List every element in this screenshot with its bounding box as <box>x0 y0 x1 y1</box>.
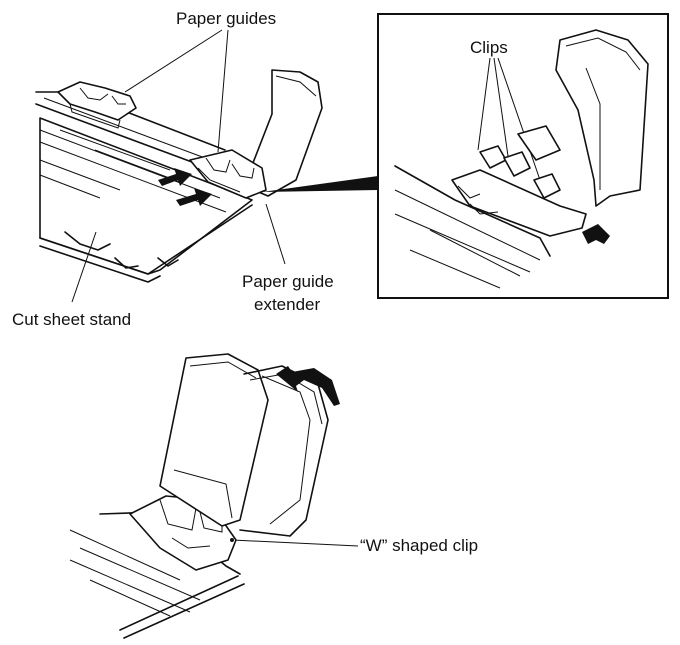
inset-detail-drawing <box>394 29 649 289</box>
cut-sheet-stand-label: Cut sheet stand <box>12 310 132 329</box>
paper-guide-extender-label-line2: extender <box>254 295 321 314</box>
paper-guide-extender-label-line1: Paper guide <box>242 272 334 291</box>
w-shaped-clip-label: “W” shaped clip <box>360 536 479 555</box>
inset-frame <box>377 13 669 299</box>
left-paper-guide-drawing <box>57 81 137 129</box>
w-clip-detail-drawing <box>69 353 340 639</box>
clips-label: Clips <box>470 38 508 57</box>
paper-guides-label: Paper guides <box>176 9 277 28</box>
right-paper-guide-drawing <box>189 69 323 199</box>
push-arrows-left <box>158 168 212 206</box>
leader-lines <box>71 29 541 547</box>
callout-wedge <box>262 176 378 192</box>
